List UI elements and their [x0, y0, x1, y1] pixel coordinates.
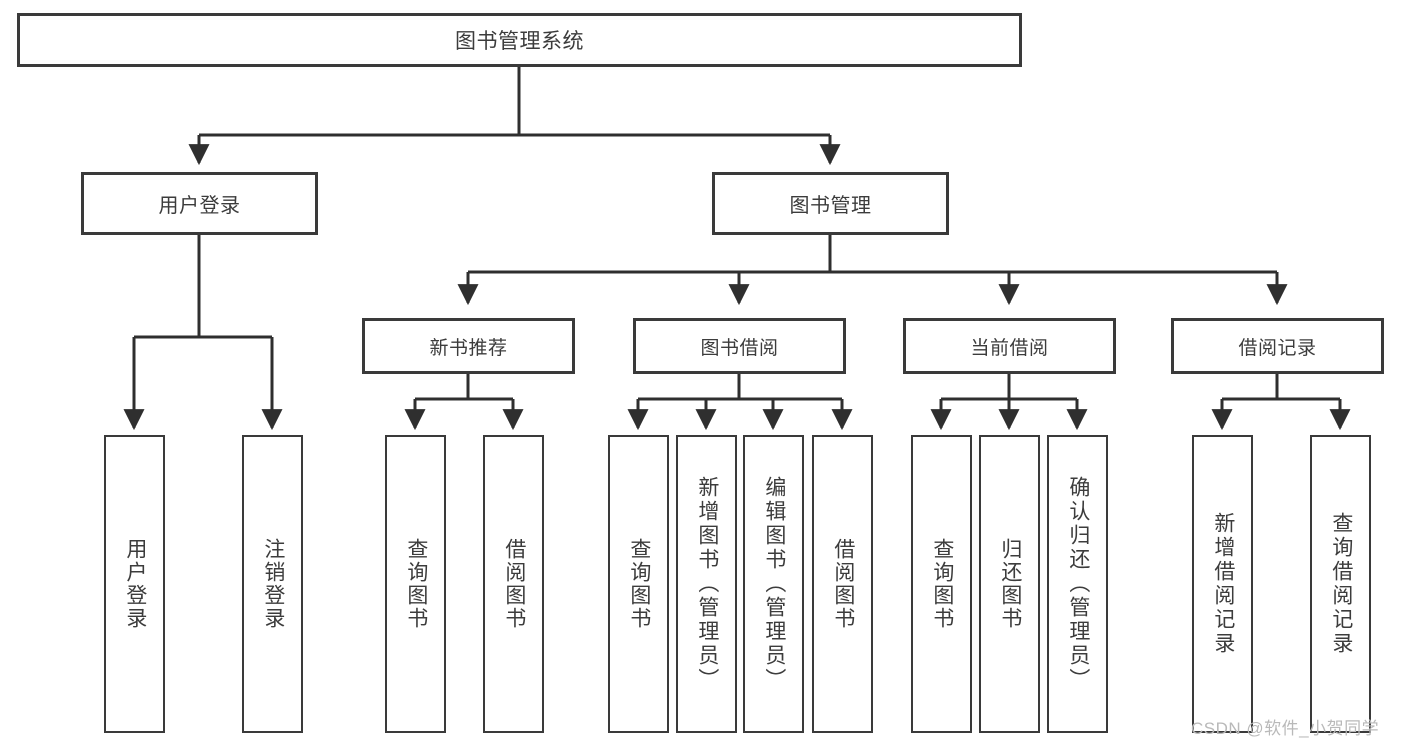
node-book-borrow[interactable]: 图书借阅	[633, 318, 846, 374]
node-root-label: 图书管理系统	[455, 30, 584, 53]
node-user-login[interactable]: 用户登录	[81, 172, 318, 235]
leaf-new-book-borrow-label: 借阅图书	[502, 538, 526, 630]
leaf-current-borrow-confirm-label: 确认归还（管理员）	[1066, 476, 1090, 692]
leaf-borrow-record-add-label: 新增借阅记录	[1211, 512, 1235, 656]
leaf-book-borrow-query[interactable]: 查询图书	[608, 435, 669, 733]
node-current-borrow-label: 当前借阅	[970, 337, 1049, 359]
node-borrow-record[interactable]: 借阅记录	[1171, 318, 1384, 374]
leaf-new-book-query-label: 查询图书	[404, 538, 428, 630]
node-book-management[interactable]: 图书管理	[712, 172, 949, 235]
leaf-current-borrow-confirm[interactable]: 确认归还（管理员）	[1047, 435, 1108, 733]
leaf-borrow-record-query[interactable]: 查询借阅记录	[1310, 435, 1371, 733]
leaf-user-login-logout-label: 注销登录	[261, 538, 285, 630]
leaf-book-borrow-add[interactable]: 新增图书（管理员）	[676, 435, 737, 733]
node-new-book-recommend[interactable]: 新书推荐	[362, 318, 575, 374]
node-current-borrow[interactable]: 当前借阅	[903, 318, 1116, 374]
leaf-new-book-query[interactable]: 查询图书	[385, 435, 446, 733]
leaf-borrow-record-add[interactable]: 新增借阅记录	[1192, 435, 1253, 733]
leaf-book-borrow-query-label: 查询图书	[627, 538, 651, 630]
node-root[interactable]: 图书管理系统	[17, 13, 1022, 67]
leaf-book-borrow-borrow-label: 借阅图书	[831, 538, 855, 630]
leaf-book-borrow-borrow[interactable]: 借阅图书	[812, 435, 873, 733]
leaf-book-borrow-edit-label: 编辑图书（管理员）	[762, 476, 786, 692]
csdn-watermark: CSDN @软件_小贺同学	[1191, 719, 1380, 738]
leaf-current-borrow-query[interactable]: 查询图书	[911, 435, 972, 733]
node-user-login-label: 用户登录	[158, 195, 241, 217]
leaf-user-login-login-label: 用户登录	[123, 538, 147, 630]
leaf-user-login-logout[interactable]: 注销登录	[242, 435, 303, 733]
node-book-borrow-label: 图书借阅	[700, 337, 779, 359]
leaf-borrow-record-query-label: 查询借阅记录	[1329, 512, 1353, 656]
leaf-book-borrow-edit[interactable]: 编辑图书（管理员）	[743, 435, 804, 733]
node-new-book-recommend-label: 新书推荐	[429, 337, 508, 359]
leaf-current-borrow-return-label: 归还图书	[998, 538, 1022, 630]
leaf-new-book-borrow[interactable]: 借阅图书	[483, 435, 544, 733]
leaf-current-borrow-query-label: 查询图书	[930, 538, 954, 630]
leaf-user-login-login[interactable]: 用户登录	[104, 435, 165, 733]
node-book-management-label: 图书管理	[789, 195, 872, 217]
leaf-book-borrow-add-label: 新增图书（管理员）	[695, 476, 719, 692]
node-borrow-record-label: 借阅记录	[1238, 337, 1317, 359]
leaf-current-borrow-return[interactable]: 归还图书	[979, 435, 1040, 733]
